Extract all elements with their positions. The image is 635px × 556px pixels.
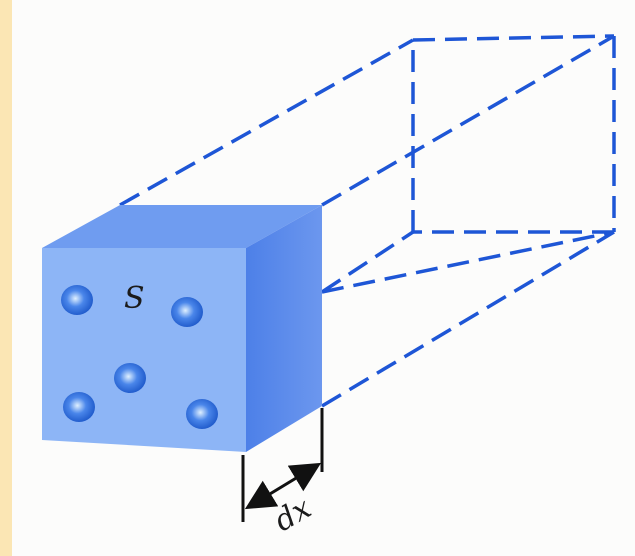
prism-dashed-edges <box>119 34 615 408</box>
particle-hole <box>186 399 218 429</box>
far-face-dashed-square <box>411 34 616 234</box>
surface-label: S <box>124 281 145 316</box>
particle-hole <box>114 363 146 393</box>
cube-side-face <box>246 205 322 452</box>
dimension-arrow <box>244 462 322 510</box>
particle-hole <box>61 285 93 315</box>
surface-particles <box>61 285 218 429</box>
particle-hole <box>63 392 95 422</box>
cube-top-face <box>42 205 322 248</box>
particle-hole <box>171 297 203 327</box>
thickness-dimension <box>241 408 324 522</box>
thickness-label: dx <box>269 491 318 539</box>
